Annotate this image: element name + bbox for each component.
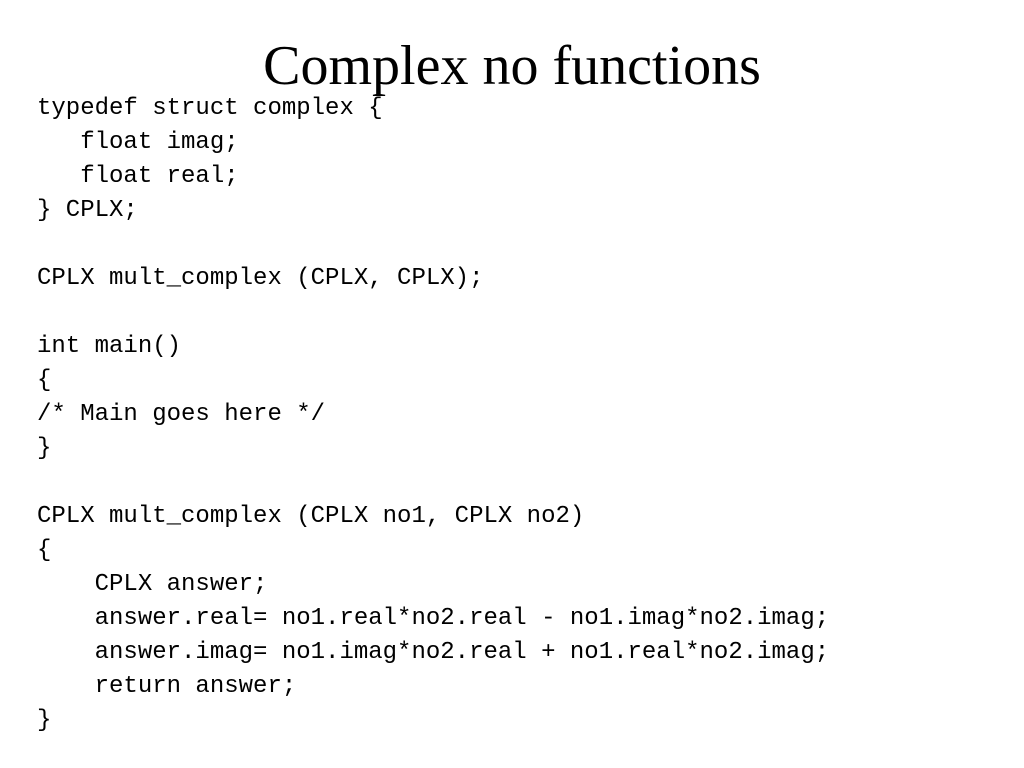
code-line bbox=[37, 296, 829, 330]
code-line: CPLX answer; bbox=[37, 571, 268, 598]
code-line: typedef struct complex { bbox=[37, 95, 383, 122]
code-block: typedef struct complex { float imag; flo… bbox=[37, 92, 829, 738]
code-line bbox=[37, 466, 829, 500]
code-line: float imag; bbox=[37, 129, 239, 156]
code-line: } bbox=[37, 707, 52, 734]
code-line: float real; bbox=[37, 163, 239, 190]
code-line: { bbox=[37, 537, 52, 564]
code-line: int main() bbox=[37, 333, 182, 360]
code-line: answer.imag= no1.imag*no2.real + no1.rea… bbox=[37, 639, 830, 666]
code-line: } CPLX; bbox=[37, 197, 138, 224]
code-line: CPLX mult_complex (CPLX no1, CPLX no2) bbox=[37, 503, 585, 530]
code-line: { bbox=[37, 367, 52, 394]
code-line: answer.real= no1.real*no2.real - no1.ima… bbox=[37, 605, 830, 632]
code-line: } bbox=[37, 435, 52, 462]
code-line: /* Main goes here */ bbox=[37, 401, 326, 428]
code-line: return answer; bbox=[37, 673, 297, 700]
slide-title: Complex no functions bbox=[263, 35, 761, 97]
code-line bbox=[37, 228, 829, 262]
code-line: CPLX mult_complex (CPLX, CPLX); bbox=[37, 265, 484, 292]
